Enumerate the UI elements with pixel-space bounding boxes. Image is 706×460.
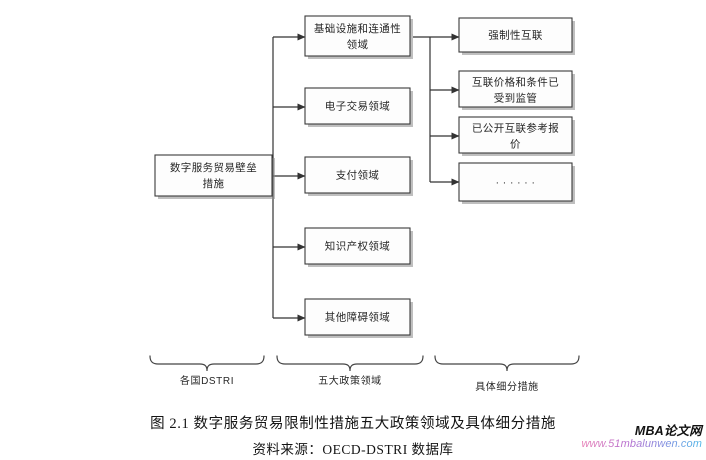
node-policy-ecommerce-label: 电子交易领域 <box>325 99 390 112</box>
brace-measures: 具体细分措施 <box>434 355 580 393</box>
node-measure-2-line-1: 互联价格和条件已 <box>472 75 559 88</box>
watermark: MBA论文网 www.51mbalunwen.com <box>581 424 702 451</box>
node-root-line-2: 措施 <box>203 177 225 190</box>
brace-measures-label: 具体细分措施 <box>475 380 539 393</box>
brace-policy-areas: 五大政策领域 <box>276 355 424 387</box>
node-measure-mandatory-interconnect[interactable]: 强制性互联 <box>458 17 575 55</box>
node-measure-1-label: 强制性互联 <box>488 28 543 41</box>
node-measure-3-line-1: 已公开互联参考报 <box>472 121 559 134</box>
brace-policy-areas-label: 五大政策领域 <box>318 374 382 387</box>
node-policy-payment-label: 支付领域 <box>336 168 380 181</box>
node-policy-infrastructure[interactable]: 基础设施和连通性 领域 <box>304 15 413 59</box>
node-policy-ip-label: 知识产权领域 <box>325 239 390 252</box>
node-policy-ip[interactable]: 知识产权领域 <box>304 227 413 267</box>
brace-dstri: 各国DSTRI <box>149 355 265 387</box>
node-root-line-1: 数字服务贸易壁垒 <box>170 161 257 174</box>
node-root[interactable]: 数字服务贸易壁垒 措施 <box>154 154 275 199</box>
node-policy-infrastructure-line-1: 基础设施和连通性 <box>314 22 401 35</box>
node-measure-ellipsis[interactable]: ······ <box>458 162 575 204</box>
figure-caption: 图 2.1 数字服务贸易限制性措施五大政策领域及具体细分措施 资料来源：OECD… <box>0 412 706 458</box>
node-policy-other-label: 其他障碍领域 <box>325 310 390 323</box>
node-policy-infrastructure-line-2: 领域 <box>347 38 369 51</box>
node-policy-payment[interactable]: 支付领域 <box>304 156 413 196</box>
node-measure-public-reference-offer[interactable]: 已公开互联参考报 价 <box>458 116 575 156</box>
node-measure-3-line-2: 价 <box>510 138 521 150</box>
figure-caption-title: 图 2.1 数字服务贸易限制性措施五大政策领域及具体细分措施 <box>150 416 556 432</box>
watermark-url: www.51mbalunwen.com <box>581 438 702 451</box>
node-measure-4-label: ······ <box>496 177 539 189</box>
node-measure-2-line-2: 受到监管 <box>494 91 538 104</box>
watermark-brand: MBA论文网 <box>634 424 702 438</box>
connector-group-left <box>272 33 306 322</box>
node-measure-price-regulated[interactable]: 互联价格和条件已 受到监管 <box>458 70 575 110</box>
connector-group-right <box>413 33 460 186</box>
brace-dstri-label: 各国DSTRI <box>180 374 234 387</box>
node-policy-other[interactable]: 其他障碍领域 <box>304 298 413 338</box>
node-policy-ecommerce[interactable]: 电子交易领域 <box>304 87 413 127</box>
figure-caption-source: 资料来源：OECD-DSTRI 数据库 <box>252 442 454 457</box>
